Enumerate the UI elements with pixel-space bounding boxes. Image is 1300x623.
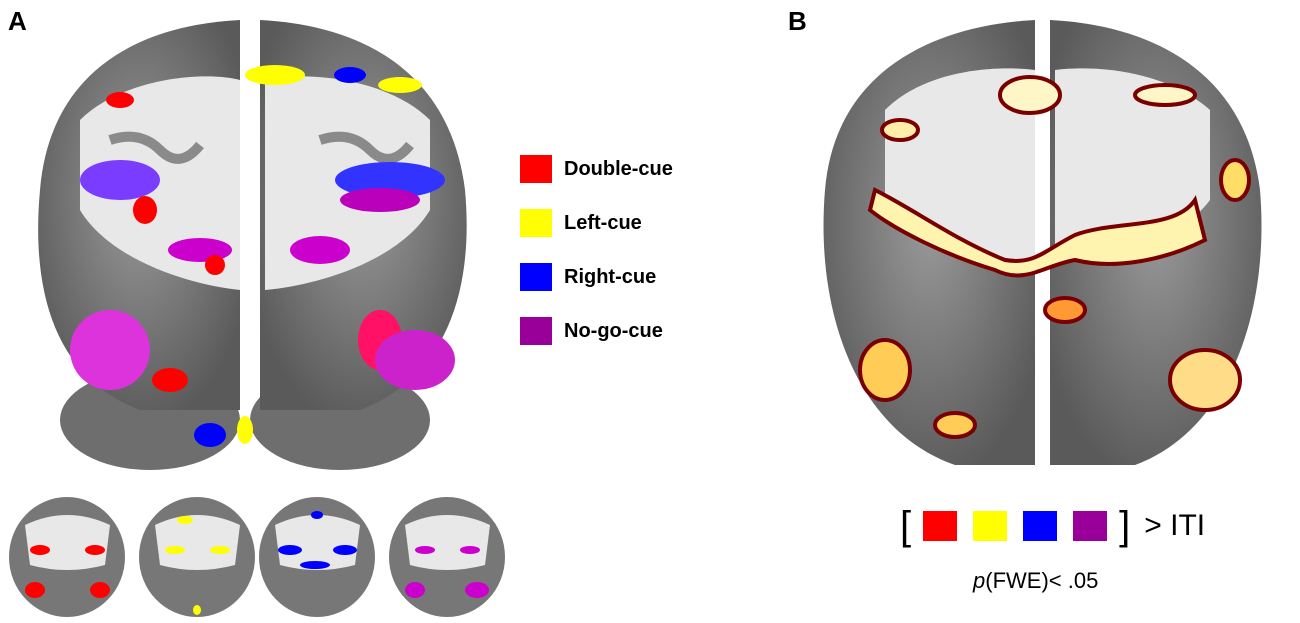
brain-thumbnail-no-go-cue xyxy=(389,497,505,617)
legend-label: Double-cue xyxy=(564,157,673,180)
legend-swatch xyxy=(520,263,552,291)
legend-swatch xyxy=(520,155,552,183)
threshold-label: p(FWE)< .05 xyxy=(973,568,1098,594)
contrast-swatch-red xyxy=(923,511,958,541)
brain-render-a xyxy=(38,20,467,470)
legend-item-no-go-cue: No-go-cue xyxy=(520,304,673,358)
contrast-swatch-yellow xyxy=(973,511,1008,541)
condition-legend: Double-cue Left-cue Right-cue No-go-cue xyxy=(520,142,673,358)
contrast-key: [ ] > ITI xyxy=(896,506,1205,546)
legend-item-double-cue: Double-cue xyxy=(520,142,673,196)
p-symbol: p xyxy=(973,568,986,593)
contrast-text: > ITI xyxy=(1144,509,1206,542)
open-bracket: [ xyxy=(900,504,912,548)
threshold-rest: (FWE)< .05 xyxy=(985,568,1099,593)
close-bracket: ] xyxy=(1119,504,1131,548)
panel-label-b: B xyxy=(788,6,807,36)
legend-swatch xyxy=(520,209,552,237)
legend-label: No-go-cue xyxy=(564,319,663,342)
brain-render-b xyxy=(823,20,1262,465)
brain-thumbnail-right-cue xyxy=(259,497,375,617)
brain-thumbnail-left-cue xyxy=(139,497,255,617)
legend-label: Right-cue xyxy=(564,265,657,288)
contrast-swatch-purple xyxy=(1073,511,1108,541)
contrast-swatch-blue xyxy=(1023,511,1058,541)
brain-thumbnail-double-cue xyxy=(9,497,125,617)
legend-swatch xyxy=(520,317,552,345)
legend-label: Left-cue xyxy=(564,211,642,234)
legend-item-right-cue: Right-cue xyxy=(520,250,673,304)
legend-item-left-cue: Left-cue xyxy=(520,196,673,250)
panel-label-a: A xyxy=(8,6,27,36)
